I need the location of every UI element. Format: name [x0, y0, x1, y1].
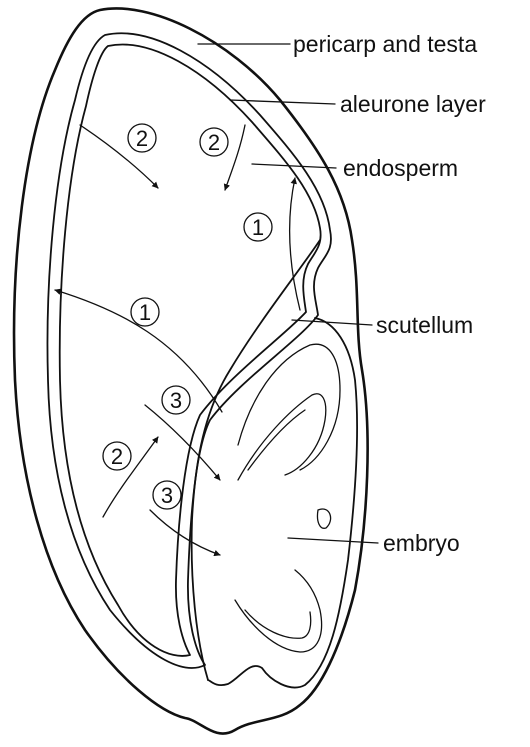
svg-text:3: 3	[170, 388, 182, 413]
label-scutellum: scutellum	[376, 312, 473, 338]
step-marker-2: 2	[128, 124, 156, 152]
step-marker-2: 2	[103, 442, 131, 470]
shoot-leaf-outer	[238, 344, 340, 470]
shoot-leaf-inner	[248, 410, 305, 470]
label-pericarp: pericarp and testa	[293, 31, 477, 57]
step-marker-1: 1	[244, 213, 272, 241]
arrow-3-lower	[150, 510, 220, 555]
svg-text:1: 1	[252, 215, 264, 240]
svg-text:2: 2	[136, 126, 148, 151]
aleurone-outer-line	[47, 33, 331, 668]
step-marker-3: 3	[153, 481, 181, 509]
svg-text:1: 1	[139, 300, 151, 325]
leader-endosperm	[252, 164, 336, 168]
arrow-2-upper-mid	[225, 125, 245, 190]
radicle-outline	[235, 570, 322, 652]
step-marker-2: 2	[200, 128, 228, 156]
leader-scutellum	[292, 320, 372, 325]
shoot-leaf-middle	[238, 394, 326, 480]
step-marker-1: 1	[131, 298, 159, 326]
step-marker-3: 3	[162, 386, 190, 414]
embryo-notch	[317, 509, 330, 528]
radicle-inner	[245, 610, 311, 638]
label-aleurone: aleurone layer	[340, 91, 486, 117]
arrow-1-right	[290, 178, 300, 310]
leader-embryo	[288, 538, 378, 543]
label-endosperm: endosperm	[343, 155, 458, 181]
svg-text:2: 2	[111, 444, 123, 469]
svg-text:2: 2	[208, 130, 220, 155]
svg-text:3: 3	[161, 483, 173, 508]
label-embryo: embryo	[383, 530, 460, 556]
embryo-outline	[208, 318, 357, 687]
